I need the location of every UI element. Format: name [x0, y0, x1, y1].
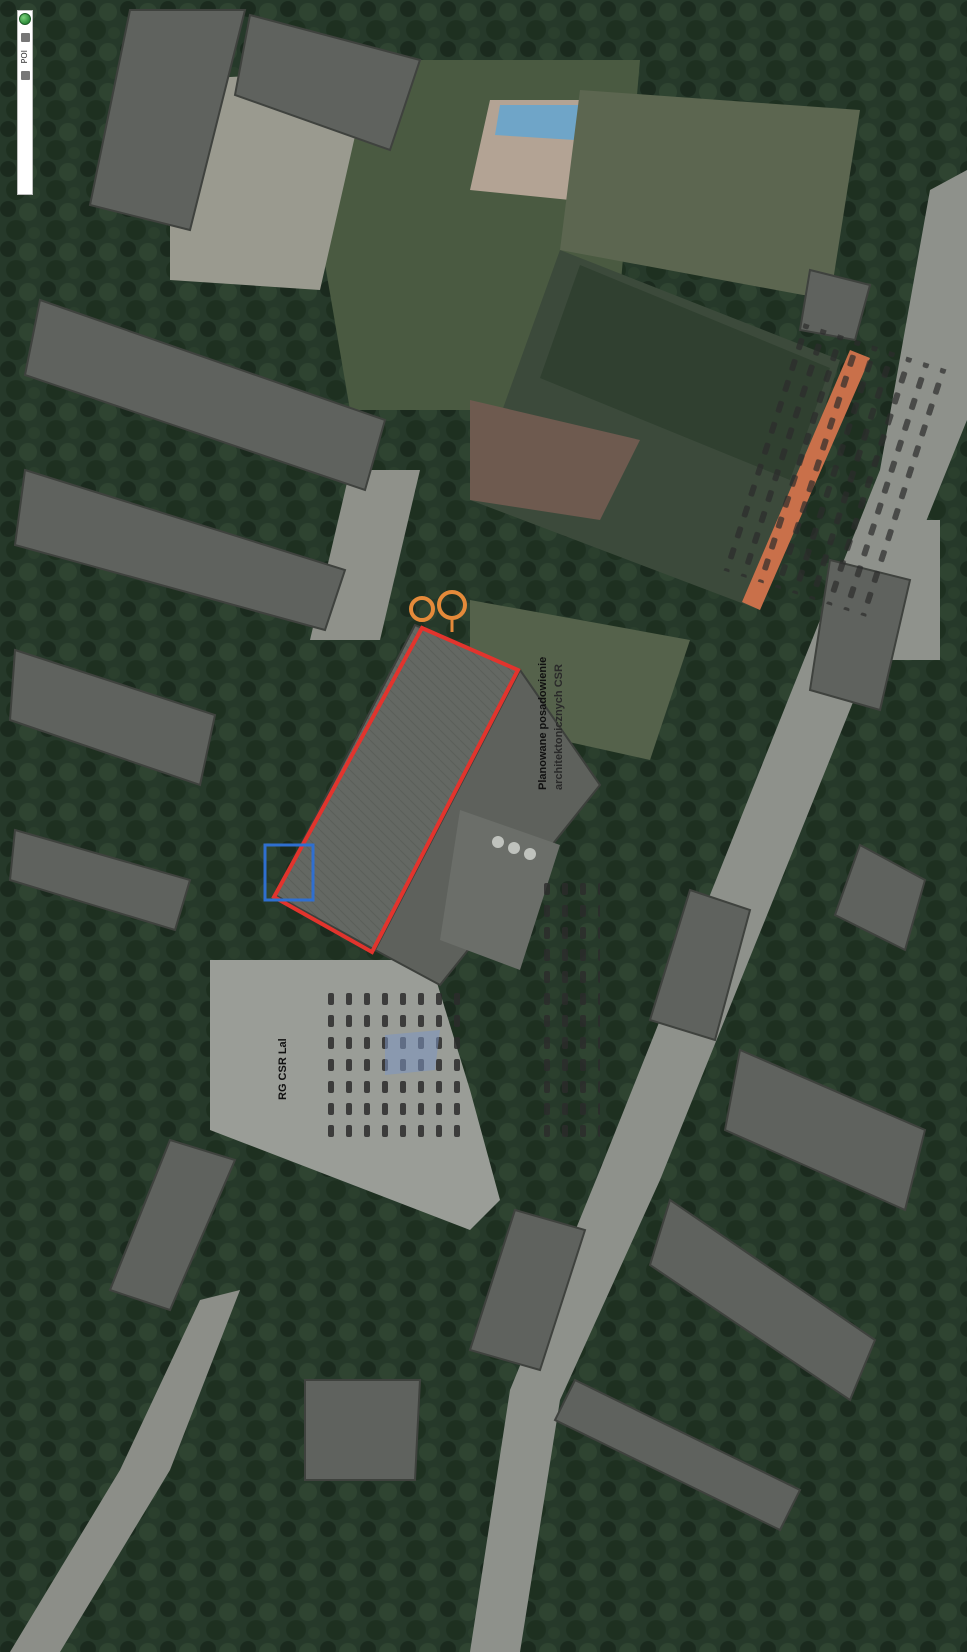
layer-label[interactable]: POI: [20, 50, 29, 64]
side-street-west: [10, 1290, 240, 1652]
building-label: RG CSR Lal: [277, 1038, 289, 1100]
selection-box[interactable]: [263, 843, 315, 902]
clay-court: [470, 400, 640, 520]
footpath: [310, 470, 420, 640]
lawn-east: [560, 90, 860, 300]
playground-surface: [495, 105, 585, 140]
sports-hall: [273, 623, 602, 987]
layer-toggle-button[interactable]: [20, 33, 30, 42]
blue-court-marking: [385, 1030, 440, 1075]
proposal-label-line2: architektonicznych CSR: [553, 664, 565, 790]
location-marker-icon[interactable]: [409, 590, 467, 632]
proposal-label-line1: Planowane posadowienie: [537, 657, 549, 790]
planned-area-outline: [271, 625, 521, 955]
pitch-inner: [540, 265, 830, 480]
tool-button[interactable]: [20, 71, 30, 81]
map-toolbar[interactable]: POI: [17, 10, 33, 195]
globe-icon[interactable]: [19, 13, 31, 25]
residential-buildings: [8, 9, 927, 1532]
